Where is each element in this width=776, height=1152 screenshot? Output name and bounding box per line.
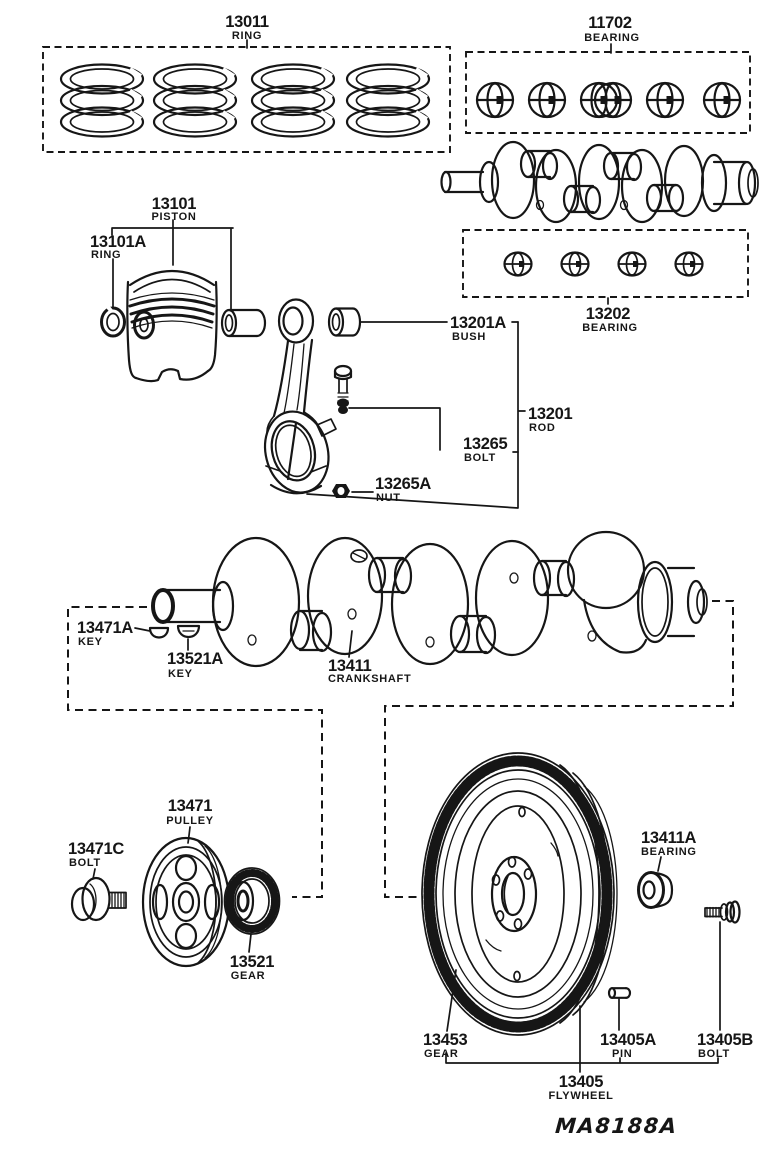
part-name: RING [91,249,121,261]
part-name: CRANKSHAFT [328,673,411,685]
label-flywheel-gear: 13453 GEAR [423,1031,468,1060]
label-rod: 13201 ROD [528,405,573,434]
pulley-bolt-illustration [70,876,127,922]
part-name: ROD [529,422,556,434]
crankshaft-top-illustration [440,140,759,224]
flywheel-illustration [421,752,618,1036]
label-main-bearing: 11702 BEARING [584,14,640,44]
ring-set-item [347,65,429,137]
main-bearing-item [579,81,633,119]
part-name: PULLEY [166,815,214,827]
label-pulley-bolt: 13471C BOLT [68,840,125,869]
part-number: 13471A [77,619,133,637]
main-bearing-item [645,81,685,119]
leader-lines [92,39,721,1073]
label-pin: 13405A PIN [600,1031,657,1060]
rod-nut-illustration [332,484,350,498]
part-number: 13101 [152,195,197,213]
part-name: BUSH [452,331,486,343]
part-number: 13101A [90,233,146,251]
part-name: BEARING [641,846,697,858]
dowel-pin-illustration [607,987,632,999]
label-gear: 13521 GEAR [230,953,275,982]
part-name: BEARING [584,32,640,44]
label-bush: 13201A BUSH [450,314,507,343]
ring-set-item [252,65,334,137]
rod-bolt-illustration [333,364,353,414]
part-number: 13265 [463,435,508,453]
label-flywheel: 13405 FLYWHEEL [548,1073,613,1102]
main-bearing-item [527,81,567,119]
piston-pin-illustration [220,308,267,338]
flywheel-bolt-illustration [704,900,741,924]
part-number: 13201A [450,314,506,332]
part-number: 13521A [167,650,223,668]
part-number: 13405A [600,1031,656,1049]
label-pulley: 13471 PULLEY [166,797,214,827]
label-piston-ring: 13101A RING [90,233,147,261]
part-number: 13011 [225,13,269,31]
ring-set-item [61,65,143,137]
piston-ring-set-box [42,46,451,153]
part-number: 11702 [588,14,632,32]
part-name: FLYWHEEL [548,1090,613,1102]
part-number: 13411A [641,829,696,847]
part-name: NUT [376,492,401,504]
part-name: KEY [168,668,193,680]
rod-bearing-box [462,229,749,298]
woodruff-key-a [148,626,170,639]
part-name: GEAR [424,1048,459,1060]
assembly-dashed-links [67,600,734,898]
part-name: BOLT [464,452,496,464]
label-rod-nut: 13265A NUT [375,475,432,504]
label-flywheel-bolt: 13405B BOLT [697,1031,754,1060]
part-name: BOLT [69,857,101,869]
label-crankshaft: 13411 CRANKSHAFT [328,657,411,685]
part-number: 13521 [230,953,275,971]
label-key-b: 13521A KEY [167,650,224,680]
part-number: 13471 [168,797,213,815]
rod-bearing-item [674,251,704,277]
part-name: BOLT [698,1048,730,1060]
label-rod-bearing: 13202 BEARING [582,305,638,334]
main-bearing-box [465,51,751,134]
page-code: MA8188A [554,1113,678,1138]
snap-ring-illustration [100,305,126,338]
rod-bearing-item [617,251,647,277]
part-number: 13471C [68,840,124,858]
main-bearing-item [475,81,515,119]
part-number: 13265A [375,475,431,493]
part-number: 13405 [559,1073,604,1091]
timing-gear-illustration [223,867,281,935]
label-pilot-bearing: 13411A BEARING [641,829,697,858]
pulley-illustration [141,836,231,968]
part-number: 13453 [423,1031,468,1049]
piston-illustration [126,269,218,383]
part-name: RING [232,30,262,42]
main-bearing-item [702,81,742,119]
part-name: GEAR [231,970,266,982]
rod-bearing-item [560,251,590,277]
connecting-rod-illustration [263,298,337,495]
part-number: 13201 [528,405,573,423]
part-name: KEY [78,636,103,648]
label-rod-bolt: 13265 BOLT [463,435,508,464]
label-key-a: 13471A KEY [77,619,134,648]
label-piston: 13101 PISTON [152,195,197,223]
rod-bearing-item [503,251,533,277]
crankshaft-main-illustration [151,530,708,668]
part-name: BEARING [582,322,638,334]
part-number: 13405B [697,1031,753,1049]
woodruff-key-b [176,624,201,639]
bush-illustration [327,307,362,337]
part-name: PISTON [152,211,197,223]
part-number: 13202 [586,305,631,323]
part-number: 13411 [328,657,372,675]
pilot-bearing-illustration [637,871,674,909]
part-name: PIN [612,1048,632,1060]
label-ring-set: 13011 RING [225,13,269,42]
ring-set-item [154,65,236,137]
